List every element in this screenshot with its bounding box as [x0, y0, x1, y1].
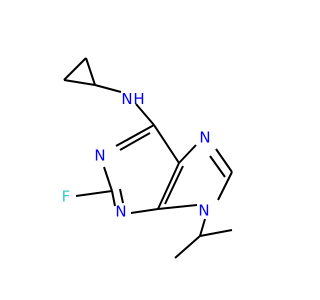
- atom-f: F: [62, 188, 71, 206]
- bond-n7-c8-double: [209, 155, 226, 178]
- bond-n9-c4: [157, 204, 198, 210]
- atom-n7: N: [199, 129, 210, 147]
- bond-c8-n9: [217, 171, 233, 201]
- bond-n3-c4: [130, 208, 159, 214]
- bond-cyclopropyl-3: [85, 57, 96, 86]
- bond-nh-c6: [135, 103, 155, 126]
- bond-n9-isopropyl: [199, 218, 206, 237]
- bond-c4-c5: [157, 162, 180, 210]
- atom-n1: N: [94, 147, 105, 165]
- bond-c6-n1-double: [119, 132, 151, 151]
- bond-isopropyl-methyl-2: [174, 235, 201, 259]
- bond-c2-n3-double: [119, 188, 124, 204]
- atom-h-amino: H: [133, 90, 144, 108]
- bond-c4-c5-double: [164, 165, 184, 205]
- molecule-structure: N H N N N N F: [62, 57, 233, 259]
- bond-c2-f: [75, 190, 113, 197]
- bond-c5-c6: [153, 124, 180, 164]
- bond-isopropyl-methyl-1: [199, 229, 233, 237]
- bond-c2-n3: [111, 190, 116, 207]
- bond-n7-c8: [215, 148, 233, 173]
- atom-n-amino: N: [121, 90, 132, 108]
- bond-c5-n7: [178, 144, 197, 164]
- bond-n1-c2: [103, 166, 113, 192]
- bond-cyclopropyl-1: [63, 57, 87, 81]
- bond-cyclopropyl-2: [63, 79, 96, 86]
- atom-n9: N: [198, 202, 209, 220]
- bond-c6-n1: [115, 124, 155, 147]
- atom-n3: N: [115, 203, 126, 221]
- bond-cyclopropyl-nh: [94, 84, 122, 93]
